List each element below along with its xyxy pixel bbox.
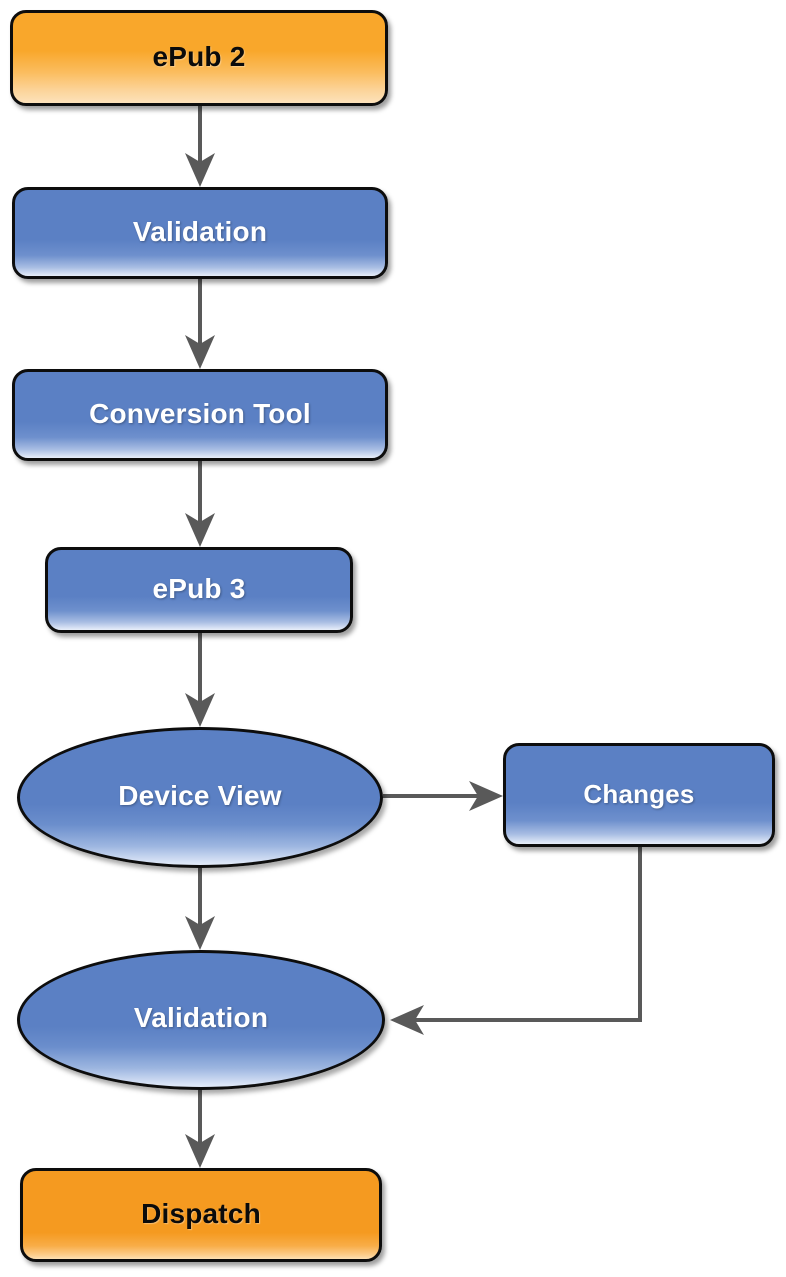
edge-epub2-to-validation xyxy=(185,106,215,187)
node-epub2-label: ePub 2 xyxy=(152,41,246,72)
edge-device-view-to-validation xyxy=(185,868,215,950)
edge-device-view-to-changes xyxy=(383,781,503,811)
node-conversion-tool[interactable]: Conversion Tool xyxy=(12,369,388,461)
node-device-view[interactable]: Device View xyxy=(17,727,383,868)
edge-conversion-tool-to-epub3 xyxy=(185,461,215,547)
edge-changes-to-validation xyxy=(390,847,642,1035)
node-epub2[interactable]: ePub 2 xyxy=(10,10,388,106)
node-device-view-label: Device View xyxy=(118,779,282,811)
node-changes[interactable]: Changes xyxy=(503,743,775,847)
node-conversion-tool-label: Conversion Tool xyxy=(89,398,311,429)
node-dispatch-label: Dispatch xyxy=(141,1198,261,1229)
node-validation-1-label: Validation xyxy=(132,216,268,247)
edge-validation-to-conversion-tool xyxy=(185,279,215,369)
node-validation-2[interactable]: Validation xyxy=(17,950,385,1090)
node-epub3-label: ePub 3 xyxy=(152,573,246,604)
node-changes-label: Changes xyxy=(583,779,695,809)
edge-validation-to-dispatch xyxy=(185,1090,215,1168)
node-validation-1[interactable]: Validation xyxy=(12,187,388,279)
node-dispatch[interactable]: Dispatch xyxy=(20,1168,382,1262)
node-epub3[interactable]: ePub 3 xyxy=(45,547,353,633)
edge-epub3-to-device-view xyxy=(185,633,215,727)
node-validation-2-label: Validation xyxy=(133,1002,269,1033)
